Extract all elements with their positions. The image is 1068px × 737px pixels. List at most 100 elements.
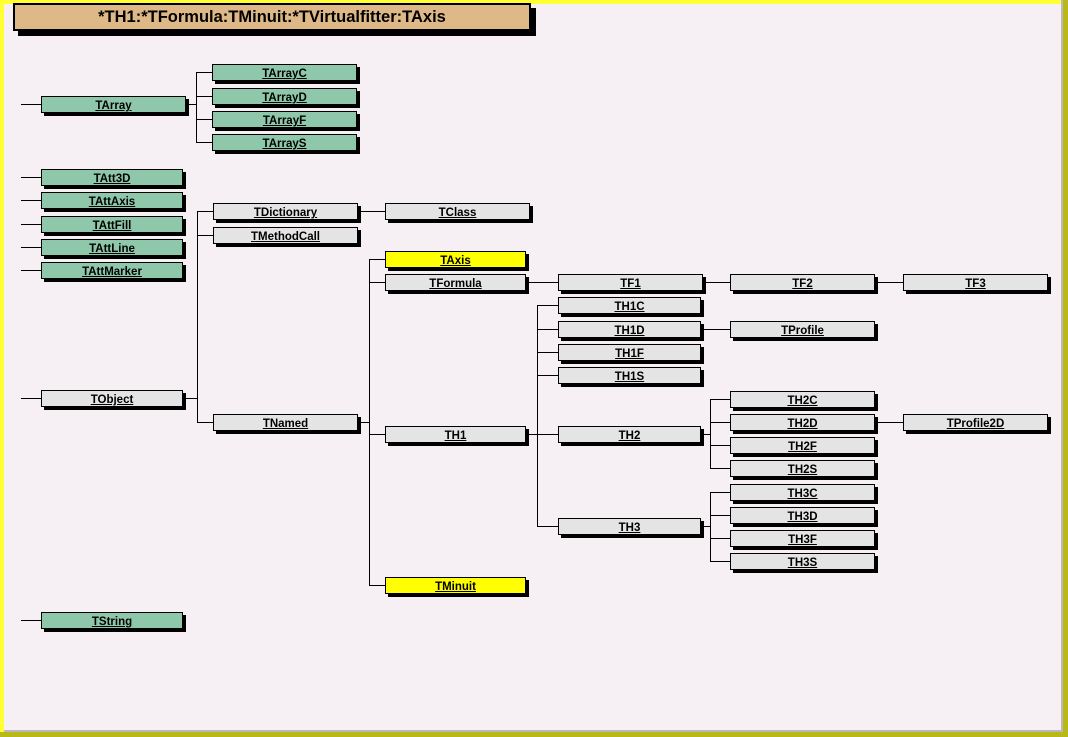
class-node-TAttFill[interactable]: TAttFill	[41, 216, 183, 233]
connector-stub-TAttFill	[21, 224, 41, 225]
class-node-TH2[interactable]: TH2	[558, 426, 701, 443]
frame-border-right	[1063, 0, 1068, 737]
class-node-label: TH3F	[788, 534, 817, 546]
diagram-title-plaque: *TH1:*TFormula:TMinuit:*TVirtualfitter:T…	[13, 3, 531, 31]
class-node-label: TH2	[618, 430, 641, 442]
connector-TH2-TH2C	[710, 399, 730, 400]
connector-TArray-spine	[196, 72, 197, 142]
connector-TObject-spine	[197, 211, 198, 422]
connector-TH1-TH1C	[537, 305, 558, 306]
connector-TH2D-TProfile2D	[875, 422, 903, 423]
connector-TH2-TH2F	[710, 445, 730, 446]
connector-TH1D-TProfile	[701, 329, 730, 330]
class-node-TDictionary[interactable]: TDictionary	[213, 203, 358, 220]
class-node-TH1S[interactable]: TH1S	[558, 367, 701, 384]
class-node-TArrayS[interactable]: TArrayS	[212, 134, 357, 151]
class-node-label: TH1D	[614, 325, 645, 337]
diagram-title-text: *TH1:*TFormula:TMinuit:*TVirtualfitter:T…	[98, 7, 446, 26]
connector-TNamed-TAxis	[369, 259, 385, 260]
class-node-label: TH1F	[615, 348, 644, 360]
class-node-label: TF3	[965, 278, 986, 290]
class-node-label: TH1S	[614, 371, 645, 383]
class-node-TH2F[interactable]: TH2F	[730, 437, 875, 454]
connector-TNamed-spine	[369, 259, 370, 586]
connector-TObject-TNamed	[197, 422, 213, 423]
connector-TH3-TH3S	[710, 561, 730, 562]
connector-TH1-TH1D	[537, 329, 558, 330]
connector-TH2-TH2S	[710, 468, 730, 469]
connector-TH1-spine	[537, 305, 538, 526]
class-node-TProfile[interactable]: TProfile	[730, 321, 875, 338]
connector-TH2-spine	[710, 399, 711, 469]
class-node-label: TString	[91, 616, 133, 628]
class-node-TAtt3D[interactable]: TAtt3D	[41, 169, 183, 186]
class-node-TAttAxis[interactable]: TAttAxis	[41, 192, 183, 209]
class-node-TAxis[interactable]: TAxis	[385, 251, 526, 268]
class-node-TH3F[interactable]: TH3F	[730, 530, 875, 547]
class-node-label: TMinuit	[435, 581, 476, 593]
connector-TH3-TH3C	[710, 492, 730, 493]
connector-TNamed-TH1	[369, 434, 385, 435]
connector-TF1-TF2	[703, 282, 730, 283]
class-node-TH1C[interactable]: TH1C	[558, 297, 701, 314]
connector-TArray-TArrayD	[196, 96, 212, 97]
class-node-label: TProfile	[781, 325, 824, 337]
class-node-label: TProfile2D	[946, 418, 1005, 430]
class-node-TH3D[interactable]: TH3D	[730, 507, 875, 524]
connector-TH3-TH3F	[710, 538, 730, 539]
class-node-TString[interactable]: TString	[41, 612, 183, 629]
class-node-label: TH3C	[787, 488, 818, 500]
class-node-TProfile2D[interactable]: TProfile2D	[903, 414, 1048, 431]
class-node-TH1[interactable]: TH1	[385, 426, 526, 443]
class-node-TAttMarker[interactable]: TAttMarker	[41, 262, 183, 279]
class-node-TH3C[interactable]: TH3C	[730, 484, 875, 501]
connector-stub-TAttLine	[21, 247, 41, 248]
class-node-label: TDictionary	[253, 207, 318, 219]
class-node-TF3[interactable]: TF3	[903, 274, 1048, 291]
class-node-TH1D[interactable]: TH1D	[558, 321, 701, 338]
connector-TH2-TH2D	[710, 422, 730, 423]
class-node-label: TAtt3D	[93, 173, 131, 185]
class-node-TFormula[interactable]: TFormula	[385, 274, 526, 291]
class-node-TClass[interactable]: TClass	[385, 203, 530, 220]
connector-TArray-TArrayF	[196, 119, 212, 120]
class-node-label: TArray	[95, 100, 132, 112]
class-node-label: TMethodCall	[251, 231, 320, 243]
class-node-TArrayF[interactable]: TArrayF	[212, 111, 357, 128]
class-node-TNamed[interactable]: TNamed	[213, 414, 358, 431]
class-node-label: TH1C	[614, 301, 645, 313]
class-node-TArray[interactable]: TArray	[41, 96, 186, 113]
class-node-label: TH3D	[787, 511, 818, 523]
class-node-label: TAttFill	[92, 220, 132, 232]
class-node-label: TH2D	[787, 418, 818, 430]
class-node-TObject[interactable]: TObject	[41, 390, 183, 407]
frame-border-right-inner	[1061, 0, 1063, 732]
connector-TFormula-TF1	[526, 282, 558, 283]
connector-TH1-TH2	[537, 434, 558, 435]
class-node-TArrayD[interactable]: TArrayD	[212, 88, 357, 105]
class-node-TH2C[interactable]: TH2C	[730, 391, 875, 408]
class-node-label: TH2C	[787, 395, 818, 407]
class-node-label: TNamed	[262, 418, 309, 430]
class-node-label: TH2S	[787, 464, 818, 476]
connector-TNamed-out	[358, 422, 369, 423]
class-node-label: TAttAxis	[88, 196, 136, 208]
class-node-label: TF2	[792, 278, 813, 290]
connector-TArray-out	[186, 104, 196, 105]
class-node-TAttLine[interactable]: TAttLine	[41, 239, 183, 256]
connector-stub-TArray	[21, 104, 41, 105]
class-node-TH2D[interactable]: TH2D	[730, 414, 875, 431]
class-node-TMethodCall[interactable]: TMethodCall	[213, 227, 358, 244]
class-node-TF1[interactable]: TF1	[558, 274, 703, 291]
connector-stub-TAttAxis	[21, 200, 41, 201]
class-node-TArrayC[interactable]: TArrayC	[212, 64, 357, 81]
class-node-TH3[interactable]: TH3	[558, 518, 701, 535]
class-node-TH2S[interactable]: TH2S	[730, 460, 875, 477]
class-node-TMinuit[interactable]: TMinuit	[385, 577, 526, 594]
frame-border-bottom	[0, 732, 1068, 737]
class-node-TH3S[interactable]: TH3S	[730, 553, 875, 570]
class-node-TH1F[interactable]: TH1F	[558, 344, 701, 361]
class-node-TF2[interactable]: TF2	[730, 274, 875, 291]
connector-TH1-TH1F	[537, 352, 558, 353]
frame-border-top	[0, 0, 1068, 4]
